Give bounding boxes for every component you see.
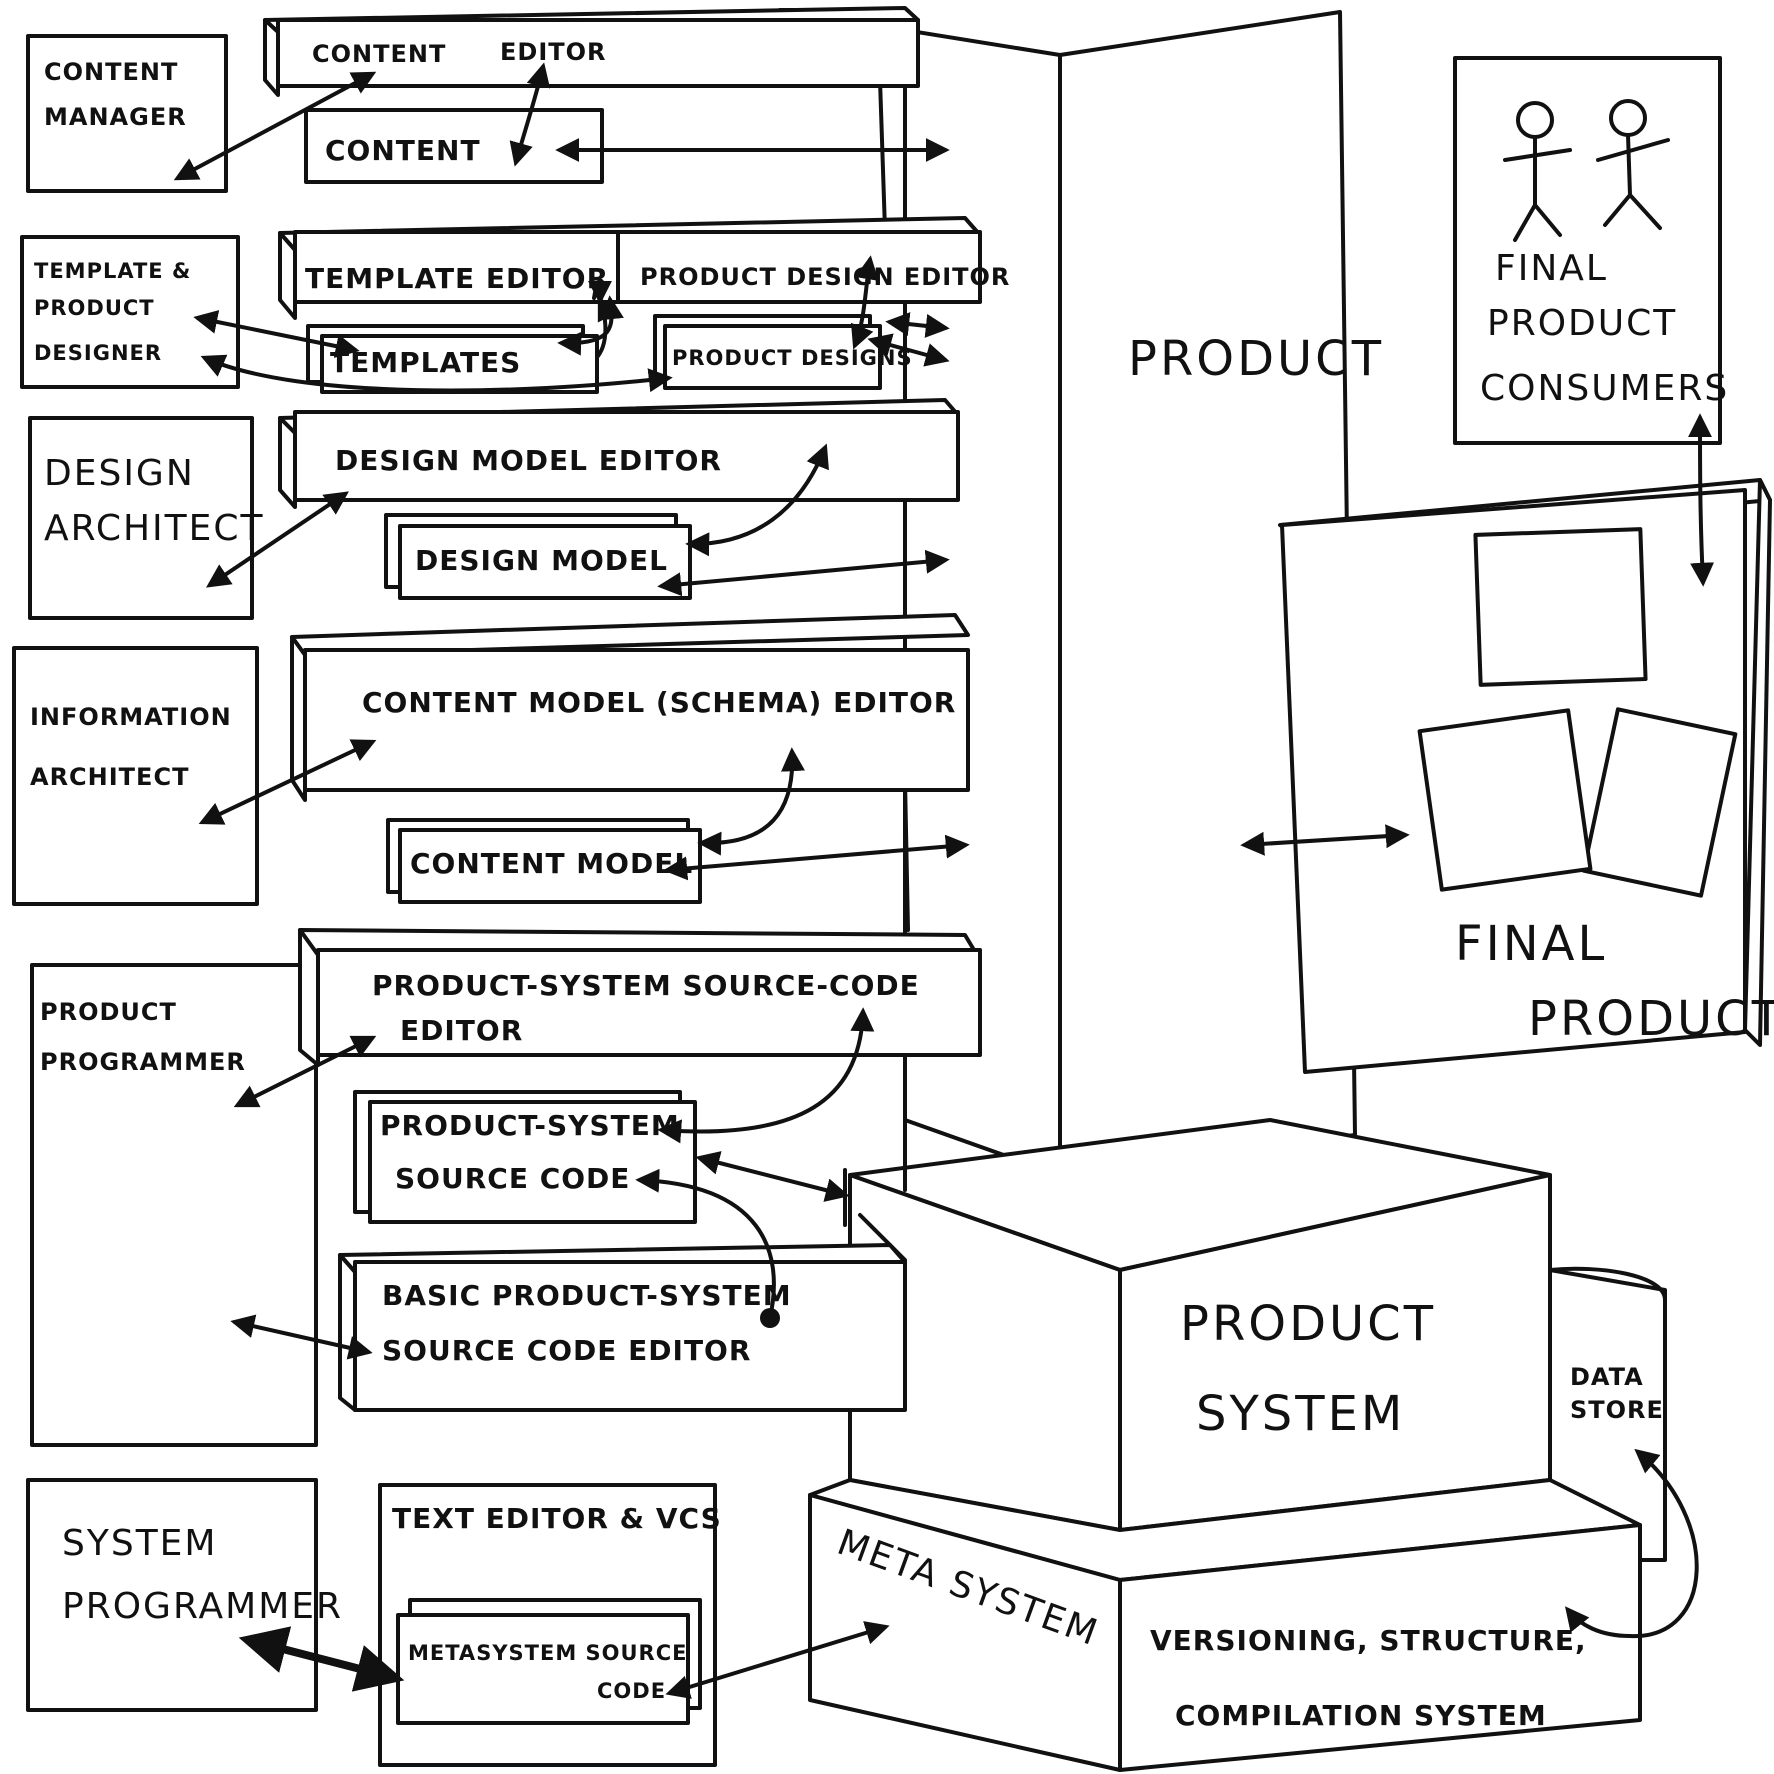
basic-editor-label: BASIC PRODUCT-SYSTEM SOURCE CODE EDITOR (382, 1279, 802, 1367)
templates-label: TEMPLATES (330, 346, 521, 379)
product-system-label: PRODUCT SYSTEM (1180, 1296, 1454, 1442)
final-product-label: FINAL PRODUCT (1455, 916, 1774, 1047)
final-product-page-front (1417, 708, 1593, 892)
product-design-editor-label: PRODUCT DESIGN EDITOR (640, 263, 1010, 291)
source-code-stack (353, 1090, 697, 1224)
metasystem-source-label: METASYSTEM SOURCE CODE (408, 1641, 696, 1703)
final-product-window (1473, 527, 1648, 687)
product-programmer-label: PRODUCT PROGRAMMER (40, 998, 246, 1076)
consumers-label: FINAL PRODUCT CONSUMERS (1480, 248, 1729, 409)
design-model-stack (384, 513, 692, 600)
content-model-label: CONTENT MODEL (410, 847, 693, 880)
content-model-editor-label: CONTENT MODEL (SCHEMA) EDITOR (362, 686, 956, 719)
design-model-label: DESIGN MODEL (415, 544, 668, 577)
consumers-box (1453, 56, 1722, 445)
versioning-label: VERSIONING, STRUCTURE, COMPILATION SYSTE… (1150, 1624, 1597, 1732)
flow-arrows (173, 62, 1715, 1699)
content-label: CONTENT (325, 134, 481, 167)
template-editor-label: TEMPLATE EDITOR (305, 262, 609, 295)
product-label: PRODUCT (1128, 331, 1384, 387)
information-architect-label: INFORMATION ARCHITECT (30, 703, 241, 791)
source-link-dot (760, 1308, 780, 1328)
final-product-page-back (1581, 707, 1738, 898)
metasystem-source-stack (396, 1598, 702, 1725)
basic-editor-bar (338, 1243, 907, 1412)
meta-system-base (808, 1478, 1642, 1772)
content-manager-label: CONTENT MANAGER (44, 58, 188, 131)
template-designer-label: TEMPLATE & PRODUCT DESIGNER (34, 259, 200, 365)
design-model-editor-label: DESIGN MODEL EDITOR (335, 444, 722, 477)
product-system-block (848, 1118, 1552, 1532)
design-architect-label: DESIGN ARCHITECT (44, 453, 265, 549)
stick-figure-1 (1503, 101, 1572, 242)
text-editor-label: TEXT EDITOR & VCS (392, 1502, 722, 1535)
data-store-label: DATA STORE (1570, 1363, 1664, 1424)
product-designs-stack (653, 314, 882, 390)
stick-figure-2 (1596, 99, 1670, 230)
content-editor-bar (263, 6, 920, 97)
product-designs-label: PRODUCT DESIGNS (672, 346, 913, 370)
design-model-editor-bar (278, 398, 960, 509)
source-code-editor-label: PRODUCT-SYSTEM SOURCE-CODE EDITOR (372, 969, 931, 1047)
system-programmer-label: SYSTEM PROGRAMMER (62, 1523, 343, 1627)
final-product-box (1278, 478, 1772, 1074)
content-editor-label: CONTENT EDITOR (312, 38, 607, 68)
product-programmer-box (30, 963, 318, 1447)
source-code-label: PRODUCT-SYSTEM SOURCE CODE (380, 1109, 690, 1195)
